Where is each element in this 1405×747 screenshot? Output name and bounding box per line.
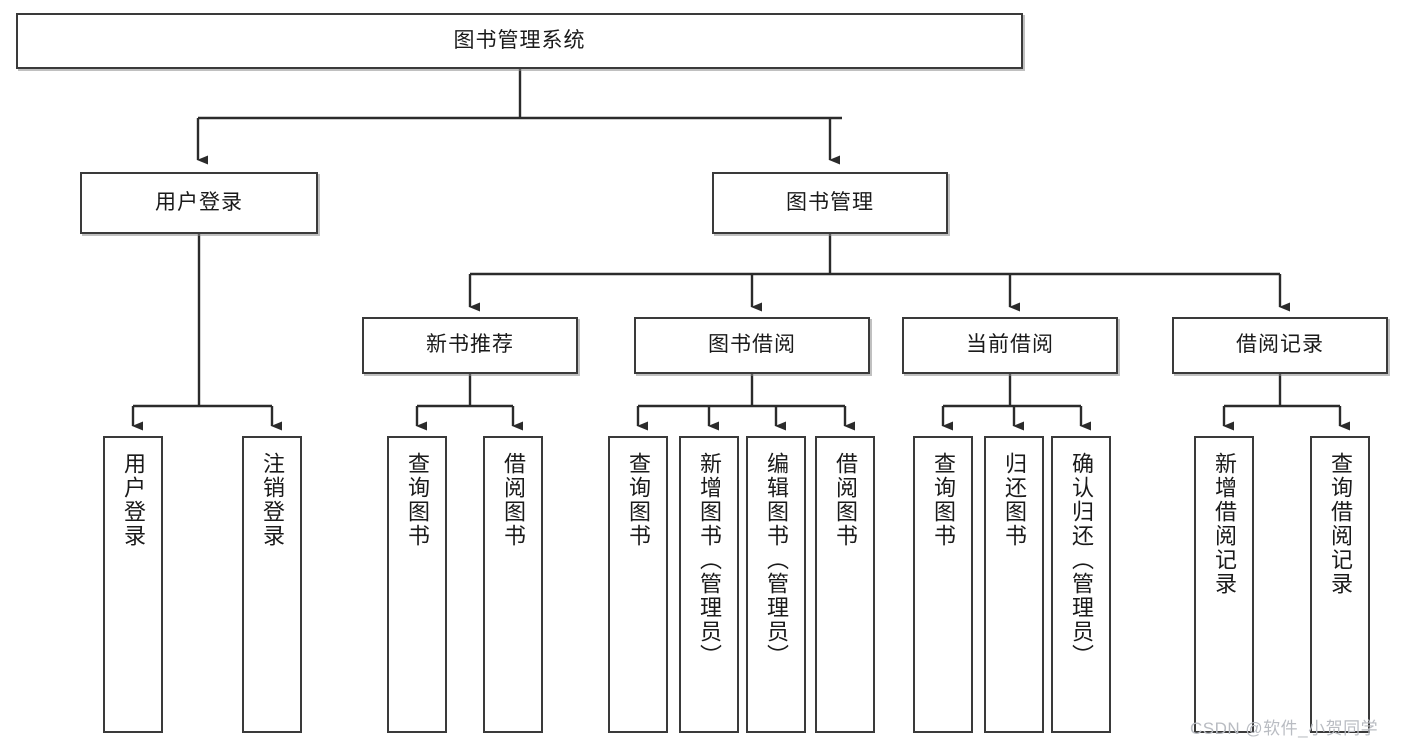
node-label: 注销登录 (260, 452, 285, 548)
node-current-borrow[interactable]: 当前借阅 (902, 317, 1118, 374)
node-label: 查询借阅记录 (1328, 452, 1353, 596)
node-leaf-query-book-recommend[interactable]: 查询图书 (387, 436, 447, 733)
node-root-system[interactable]: 图书管理系统 (16, 13, 1023, 69)
node-leaf-add-borrow-record[interactable]: 新增借阅记录 (1194, 436, 1254, 733)
node-leaf-user-login[interactable]: 用户登录 (103, 436, 163, 733)
node-leaf-add-book-admin[interactable]: 新增图书（管理员） (679, 436, 739, 733)
csdn-watermark: CSDN @软件_小贺同学 (1190, 719, 1379, 738)
node-label: 编辑图书（管理员） (764, 452, 789, 668)
node-label: 借阅记录 (1236, 333, 1324, 357)
node-label: 借阅图书 (833, 452, 858, 548)
node-label: 图书管理系统 (453, 28, 586, 52)
node-label: 查询图书 (931, 452, 956, 548)
node-label: 图书管理 (786, 190, 874, 214)
node-book-management[interactable]: 图书管理 (712, 172, 948, 234)
node-label: 查询图书 (626, 452, 651, 548)
node-leaf-query-book-borrow[interactable]: 查询图书 (608, 436, 668, 733)
node-borrow-record[interactable]: 借阅记录 (1172, 317, 1388, 374)
node-label: 新书推荐 (426, 333, 514, 357)
node-leaf-borrow-book[interactable]: 借阅图书 (815, 436, 875, 733)
node-leaf-edit-book-admin[interactable]: 编辑图书（管理员） (746, 436, 806, 733)
node-user-login[interactable]: 用户登录 (80, 172, 318, 234)
node-label: 当前借阅 (966, 333, 1054, 357)
node-label: 查询图书 (405, 452, 430, 548)
node-leaf-return-book[interactable]: 归还图书 (984, 436, 1044, 733)
node-label: 图书借阅 (708, 333, 796, 357)
node-label: 新增图书（管理员） (697, 452, 722, 668)
node-leaf-user-logout[interactable]: 注销登录 (242, 436, 302, 733)
node-leaf-query-borrow-record[interactable]: 查询借阅记录 (1310, 436, 1370, 733)
node-leaf-borrow-book-recommend[interactable]: 借阅图书 (483, 436, 543, 733)
node-label: 归还图书 (1002, 452, 1027, 548)
node-label: 用户登录 (155, 190, 243, 214)
node-label: 借阅图书 (501, 452, 526, 548)
node-leaf-query-book-current[interactable]: 查询图书 (913, 436, 973, 733)
node-leaf-confirm-return-admin[interactable]: 确认归还（管理员） (1051, 436, 1111, 733)
node-book-borrow[interactable]: 图书借阅 (634, 317, 870, 374)
node-label: 新增借阅记录 (1212, 452, 1237, 596)
node-label: 用户登录 (121, 452, 146, 548)
node-label: 确认归还（管理员） (1069, 452, 1094, 668)
node-new-book-recommend[interactable]: 新书推荐 (362, 317, 578, 374)
